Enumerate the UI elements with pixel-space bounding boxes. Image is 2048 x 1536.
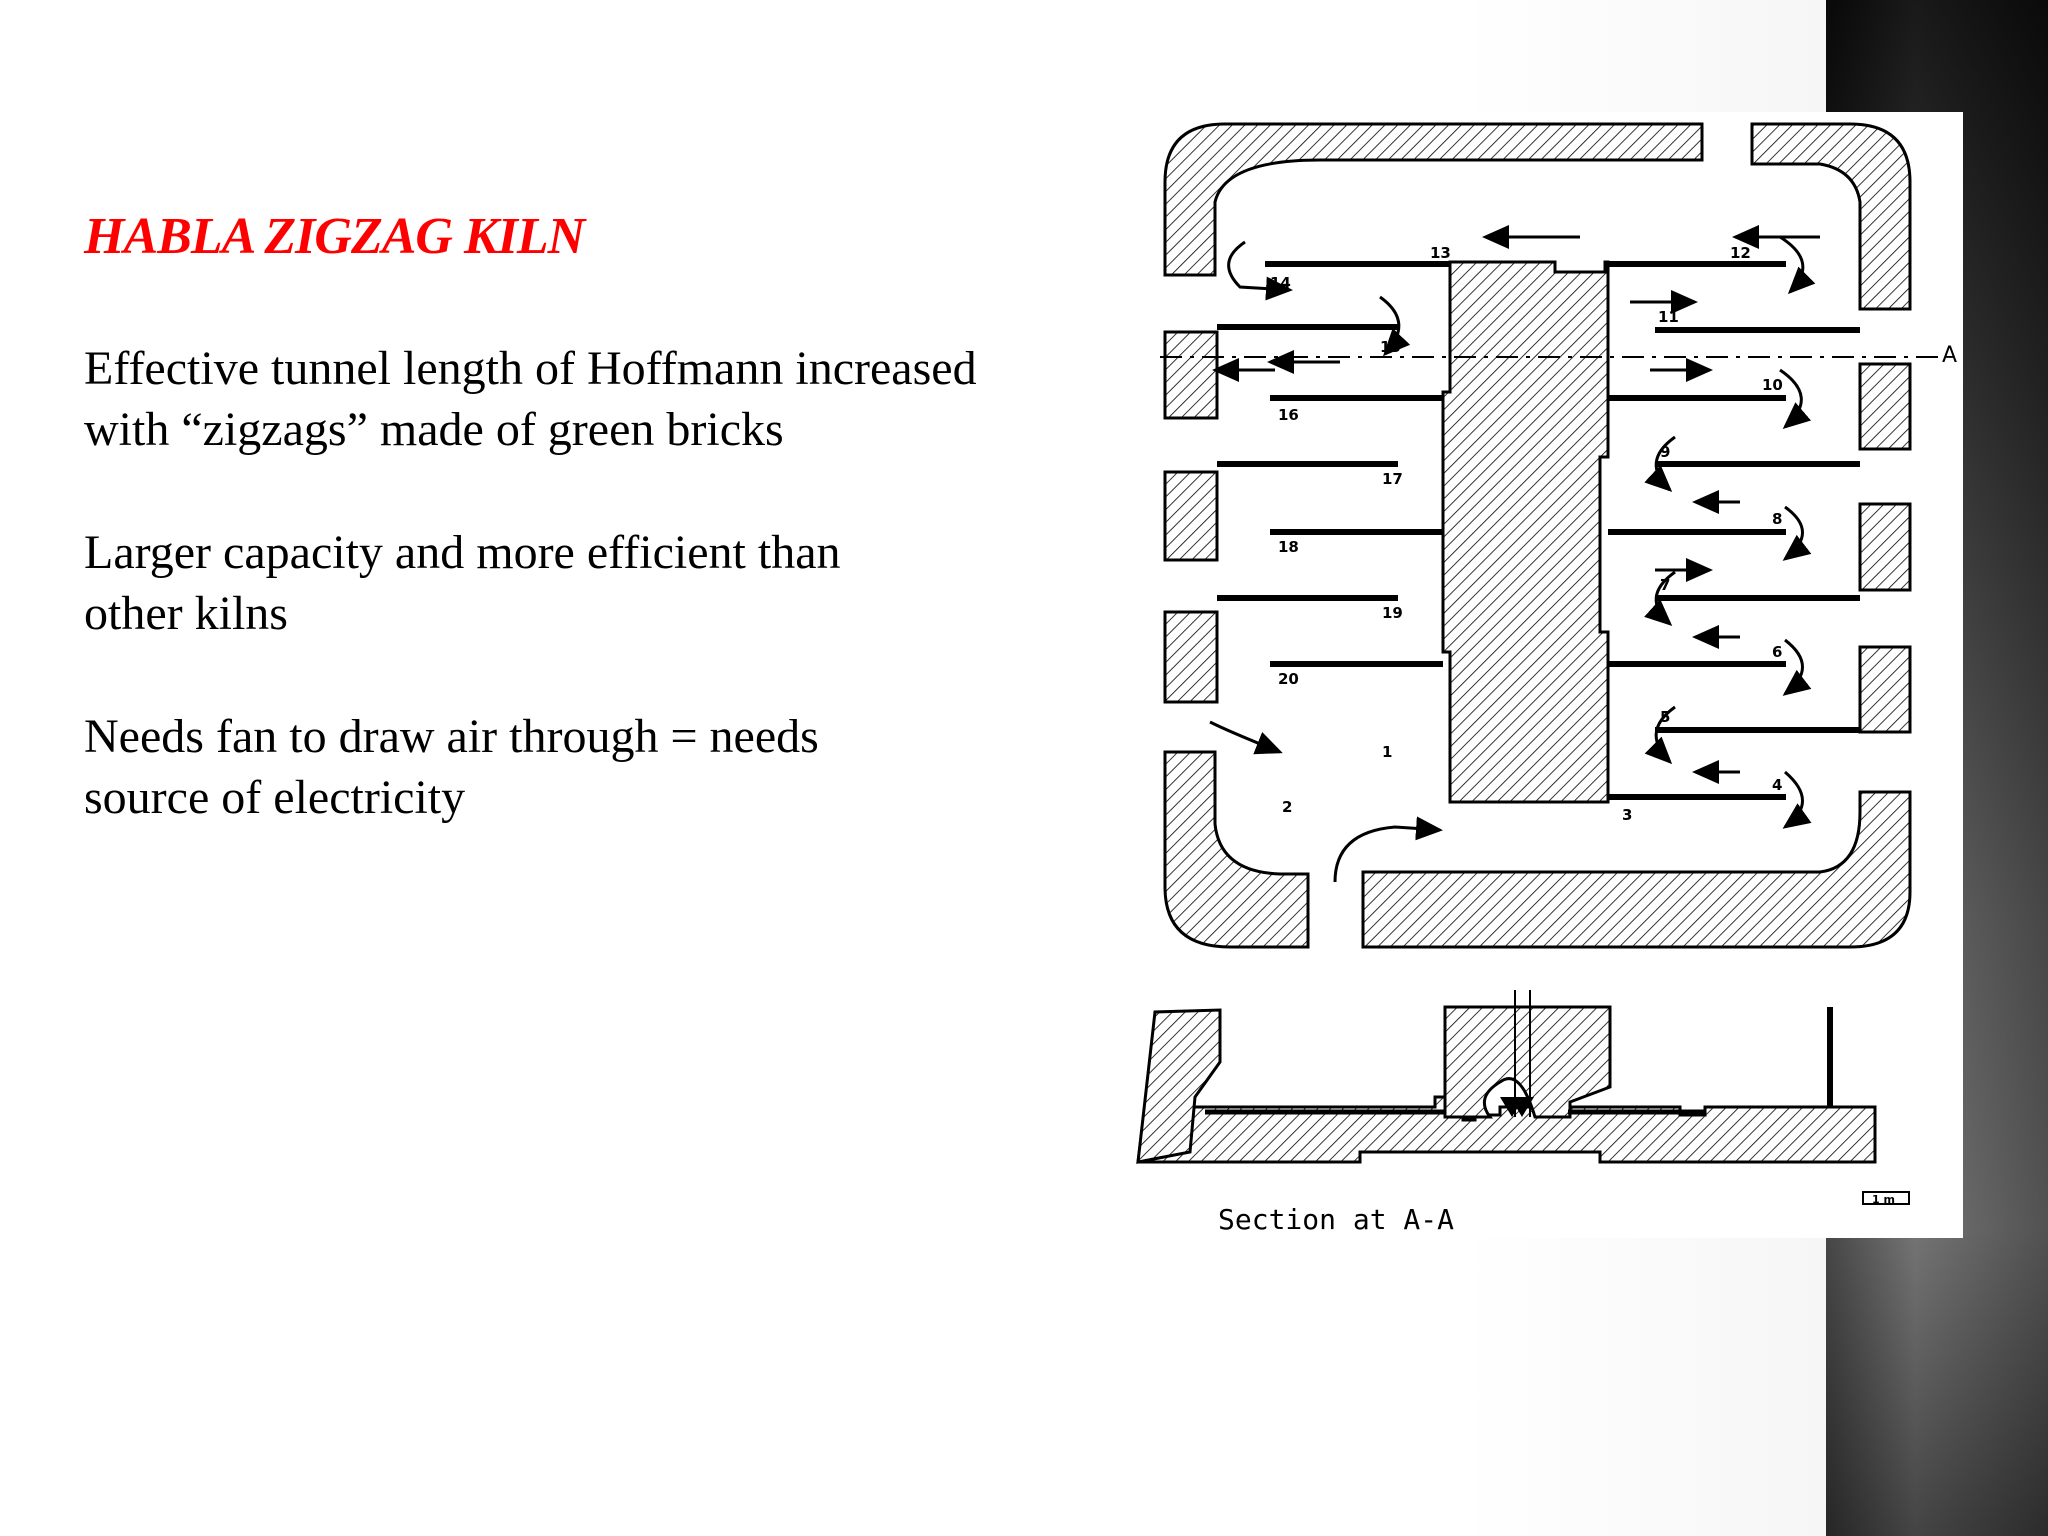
chamber-label: 13	[1430, 244, 1451, 262]
chamber-label: 1	[1382, 743, 1392, 761]
scale-label: 1 m	[1872, 1193, 1895, 1206]
body-text: Effective tunnel length of Hoffmann incr…	[84, 338, 1064, 890]
chamber-label: 18	[1278, 538, 1299, 556]
chamber-label: 10	[1762, 376, 1783, 394]
section-marker-right: A	[1942, 343, 1957, 368]
left-wall-block	[1163, 470, 1219, 562]
text-line: Effective tunnel length of Hoffmann incr…	[84, 342, 977, 395]
chamber-label: 12	[1730, 244, 1751, 262]
chamber-label: 20	[1278, 670, 1299, 688]
text-line: source of electricity	[84, 771, 466, 824]
chamber-label: 3	[1622, 806, 1632, 824]
chamber-label: 2	[1282, 798, 1292, 816]
outer-wall-top-right	[1750, 122, 1912, 311]
chamber-label: 15	[1380, 338, 1401, 356]
chamber-label: 19	[1382, 604, 1403, 622]
section-left-wall	[1136, 1008, 1222, 1164]
kiln-diagram-panel: A- A 14 13 15 16 17 18 19 20 2 1 12 11 1…	[1130, 112, 1963, 1238]
chamber-label: 7	[1660, 576, 1670, 594]
chamber-label: 9	[1660, 443, 1670, 461]
text-line: Larger capacity and more efficient than	[84, 526, 841, 579]
chamber-label: 16	[1278, 406, 1299, 424]
left-wall-block	[1163, 330, 1219, 420]
right-wall-block	[1858, 645, 1912, 734]
central-pillar	[1441, 260, 1610, 804]
paragraph-fan: Needs fan to draw air through = needs so…	[84, 706, 1064, 828]
paragraph-capacity: Larger capacity and more efficient than …	[84, 522, 1064, 644]
scale-bar	[1862, 1191, 1910, 1205]
chamber-label: 8	[1772, 510, 1782, 528]
outer-wall-bottom-right	[1361, 790, 1912, 949]
section-center-block	[1443, 1005, 1612, 1119]
kiln-plan-diagram: A- A 14 13 15 16 17 18 19 20 2 1 12 11 1…	[1136, 122, 1957, 1236]
chamber-label: 11	[1658, 308, 1679, 326]
right-wall-block	[1858, 362, 1912, 451]
chamber-label: 14	[1270, 274, 1291, 292]
air-flow-arrows	[1209, 225, 1820, 883]
right-partitions	[1608, 261, 1860, 800]
left-wall-block	[1163, 610, 1219, 704]
text-line: with “zigzags” made of green bricks	[84, 403, 784, 456]
section-caption: Section at A-A	[1218, 1203, 1454, 1236]
text-line: Needs fan to draw air through = needs	[84, 710, 819, 763]
slide-title: HABLA ZIGZAG KILN	[84, 208, 585, 265]
outer-wall-bottom-left	[1163, 750, 1310, 949]
right-wall-block	[1858, 502, 1912, 592]
chamber-label: 5	[1660, 708, 1670, 726]
chamber-label: 6	[1772, 643, 1782, 661]
chamber-label: 17	[1382, 470, 1403, 488]
outer-wall-top-left	[1163, 122, 1704, 277]
section-drawing	[1136, 990, 1877, 1164]
left-partitions	[1217, 261, 1450, 667]
paragraph-tunnel-length: Effective tunnel length of Hoffmann incr…	[84, 338, 1064, 460]
chamber-label: 4	[1772, 776, 1782, 794]
text-line: other kilns	[84, 587, 288, 640]
